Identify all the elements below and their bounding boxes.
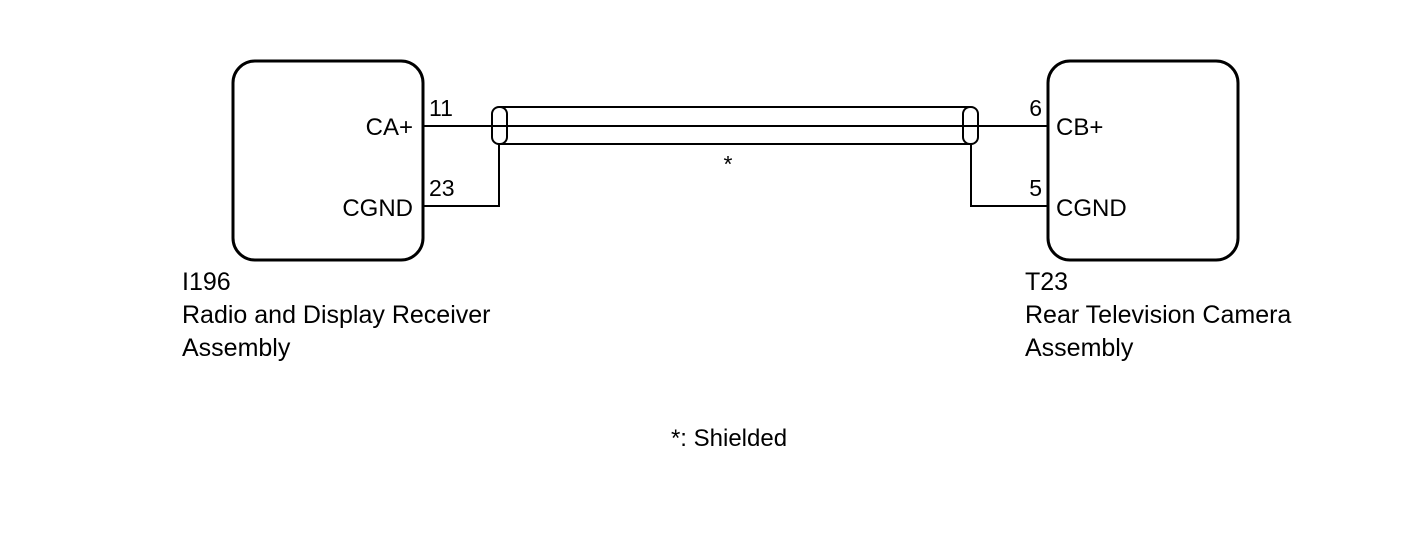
left-component-box [231,59,425,262]
left-component-name-line2: Assembly [182,334,291,362]
shielded-cable [423,106,1048,145]
left-component-code: I196 [182,268,231,296]
right-pin-number-6: 6 [1029,95,1042,121]
shield-legend: *: Shielded [671,425,787,452]
right-pin-number-5: 5 [1029,175,1042,201]
left-ground-wire [423,144,500,207]
right-component-box [1046,59,1240,262]
right-component-name-line1: Rear Television Camera [1025,301,1291,329]
left-pin-label-cgnd: CGND [342,195,413,222]
right-pin-label-cb: CB+ [1056,114,1103,141]
right-pin-label-cgnd: CGND [1056,195,1127,222]
left-component-name-line1: Radio and Display Receiver [182,301,490,329]
left-pin-number-11: 11 [429,95,453,121]
left-pin-label-ca: CA+ [366,114,413,141]
right-ground-wire [970,144,1048,207]
right-component-code: T23 [1025,268,1068,296]
left-pin-number-23: 23 [429,175,455,201]
right-component-name-line2: Assembly [1025,334,1134,362]
shield-marker: * [724,151,733,177]
